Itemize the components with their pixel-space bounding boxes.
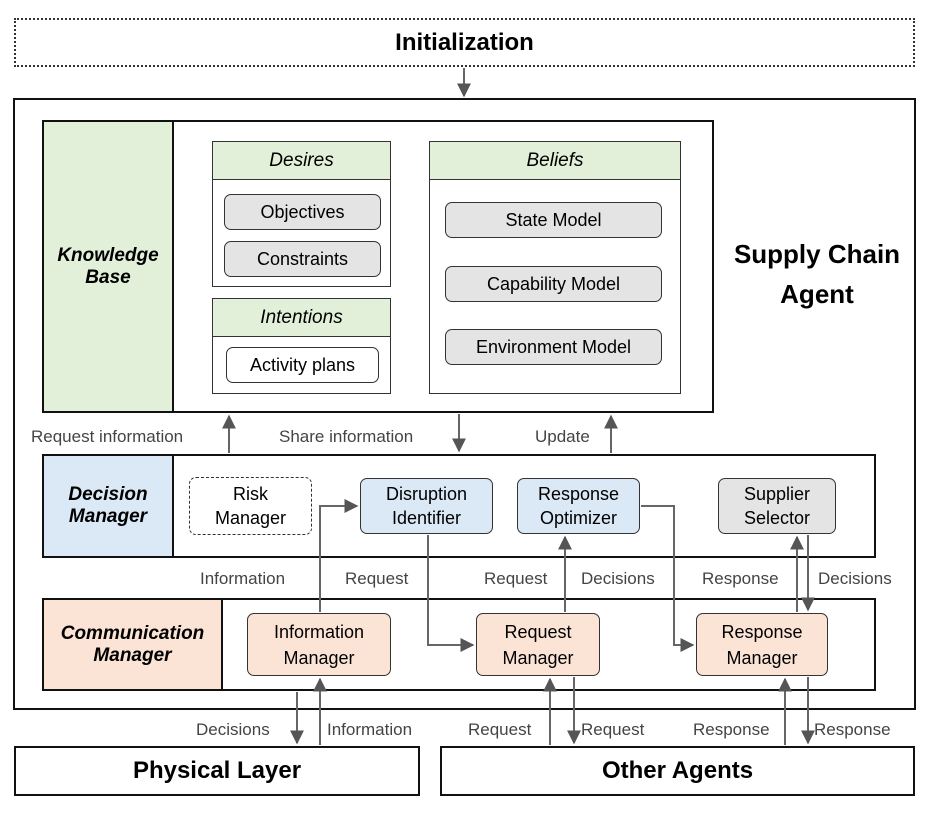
information-mid-label: Information	[200, 569, 286, 588]
capability-model-label: Capability Model	[486, 273, 621, 294]
disruption-identifier-box: Disruption Identifier	[360, 478, 493, 534]
request-information-label: Request information	[31, 427, 184, 446]
capability-model-item: Capability Model	[445, 266, 662, 302]
physical-layer-label: Physical Layer	[132, 757, 302, 784]
request-manager-line2: Manager	[502, 647, 574, 668]
request-mid-label-2: Request	[484, 569, 548, 588]
optimizer-to-response-manager-arrow	[641, 505, 695, 652]
activity-plans-item: Activity plans	[226, 347, 379, 383]
objectives-item: Objectives	[224, 194, 381, 230]
other-agents-label: Other Agents	[601, 757, 754, 784]
information-manager-line1: Information	[273, 621, 365, 642]
intentions-box	[212, 298, 391, 394]
decisions-bottom-label: Decisions	[196, 720, 270, 739]
constraints-label: Constraints	[256, 248, 349, 269]
information-manager-box: Information Manager	[247, 613, 391, 676]
response-optimizer-line2: Optimizer	[539, 508, 617, 528]
intentions-header-text: Intentions	[260, 306, 343, 328]
response-optimizer-box: Response Optimizer	[517, 478, 640, 534]
decision-manager-label-cell: Decision Manager	[44, 456, 174, 556]
supplier-selector-line2: Selector	[743, 508, 811, 528]
response-out-bottom-label: Response	[814, 720, 891, 739]
disruption-identifier-line1: Disruption	[385, 484, 468, 504]
agent-title-line1: Supply Chain	[733, 239, 901, 269]
initialization-box: Initialization	[14, 18, 915, 67]
response-manager-line2: Manager	[726, 647, 798, 668]
response-manager-box: Response Manager	[696, 613, 828, 676]
decisions-mid-label-2: Decisions	[818, 569, 892, 588]
decisions-mid-label-1: Decisions	[581, 569, 655, 588]
response-in-bottom-label: Response	[693, 720, 770, 739]
communication-manager-label-cell: Communication Manager	[44, 600, 223, 689]
information-to-disruption-arrow	[319, 499, 359, 612]
supply-chain-agent-box	[13, 98, 916, 710]
update-label: Update	[535, 427, 590, 446]
physical-layer-box: Physical Layer	[14, 746, 420, 796]
desires-header-text: Desires	[269, 149, 334, 171]
supplier-selector-box: Supplier Selector	[718, 478, 836, 534]
response-mid-label: Response	[702, 569, 779, 588]
request-in-bottom-label: Request	[468, 720, 532, 739]
share-information-label: Share information	[279, 427, 414, 446]
beliefs-header: Beliefs	[430, 142, 680, 180]
supplier-selector-line1: Supplier	[743, 484, 811, 504]
decision-manager-label-line1: Decision	[68, 484, 148, 505]
disruption-identifier-line2: Identifier	[391, 508, 462, 528]
desires-header: Desires	[213, 142, 390, 180]
request-manager-box: Request Manager	[476, 613, 600, 676]
beliefs-header-text: Beliefs	[526, 149, 584, 171]
request-mid-label-1: Request	[345, 569, 409, 588]
response-manager-line1: Response	[721, 621, 803, 642]
other-agents-box: Other Agents	[440, 746, 915, 796]
disruption-to-request-manager-arrow	[427, 535, 475, 652]
objectives-label: Objectives	[260, 201, 345, 222]
information-bottom-label: Information	[327, 720, 413, 739]
agent-title: Supply Chain Agent	[722, 234, 912, 314]
communication-manager-label-line2: Manager	[93, 644, 172, 666]
risk-manager-line2: Manager	[214, 508, 287, 528]
risk-manager-line1: Risk	[233, 484, 268, 504]
constraints-item: Constraints	[224, 241, 381, 277]
initialization-label: Initialization	[395, 28, 534, 56]
desires-box	[212, 141, 391, 287]
knowledge-base-label-cell: Knowledge Base	[44, 122, 174, 411]
response-optimizer-line1: Response	[537, 484, 620, 504]
request-manager-line1: Request	[504, 621, 572, 642]
intentions-header: Intentions	[213, 299, 390, 337]
communication-manager-box	[42, 598, 876, 691]
risk-manager-box: Risk Manager	[189, 477, 312, 535]
activity-plans-label: Activity plans	[249, 354, 356, 375]
state-model-label: State Model	[505, 209, 602, 230]
knowledge-base-label-line1: Knowledge	[57, 244, 159, 266]
knowledge-base-box	[42, 120, 714, 413]
decision-manager-label-line2: Manager	[68, 506, 148, 527]
information-manager-line2: Manager	[283, 647, 355, 668]
knowledge-base-label-line2: Base	[85, 266, 131, 288]
request-out-bottom-label: Request	[581, 720, 645, 739]
decision-manager-box	[42, 454, 876, 558]
communication-manager-label-line1: Communication	[60, 622, 205, 644]
agent-title-line2: Agent	[780, 279, 854, 309]
beliefs-box	[429, 141, 681, 394]
state-model-item: State Model	[445, 202, 662, 238]
environment-model-label: Environment Model	[475, 336, 632, 357]
environment-model-item: Environment Model	[445, 329, 662, 365]
